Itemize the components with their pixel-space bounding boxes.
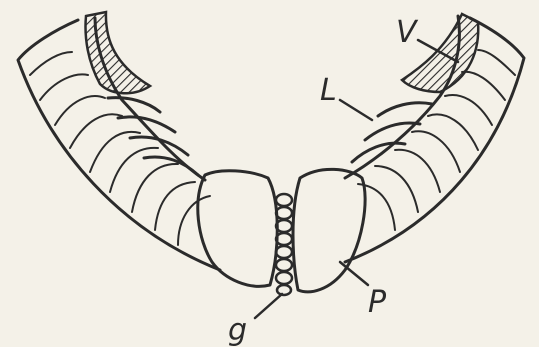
central-chain (276, 194, 292, 295)
label-g: g (228, 313, 247, 347)
right-lamellae (352, 103, 432, 162)
label-p: P (368, 285, 387, 320)
leader-line-p (340, 262, 368, 285)
left-lamellae (108, 98, 198, 175)
label-v: V (396, 15, 419, 50)
left-hatched-section (86, 12, 150, 93)
leader-line-g (255, 294, 282, 318)
label-l: L (320, 73, 337, 108)
leader-line-l (340, 100, 372, 120)
left-pad (198, 171, 277, 287)
